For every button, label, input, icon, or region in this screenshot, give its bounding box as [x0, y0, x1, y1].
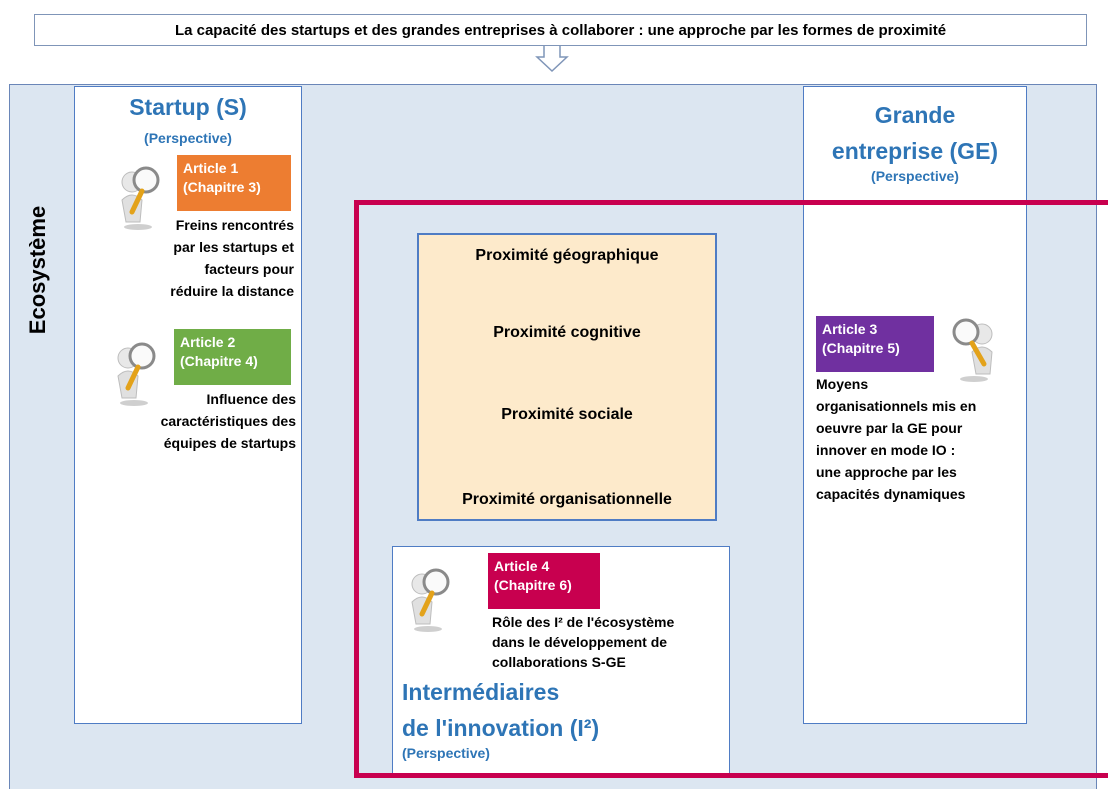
- article-2-description: Influence des caractéristiques des équip…: [160, 391, 296, 451]
- ge-perspective: (Perspective): [871, 168, 959, 184]
- proximity-cognitive: Proximité cognitive: [493, 324, 641, 341]
- down-arrow-icon: [535, 46, 569, 73]
- article-3-description: Moyens organisationnels mis en oeuvre pa…: [816, 376, 977, 502]
- intermediaires-title: Intermédiaires de l'innovation (I²): [402, 679, 600, 741]
- title-banner: La capacité des startups et des grandes …: [34, 14, 1087, 46]
- intermediaires-perspective: (Perspective): [402, 745, 490, 761]
- startup-perspective: (Perspective): [144, 130, 232, 146]
- proximity-organisationnelle: Proximité organisationnelle: [462, 491, 672, 508]
- article-2-tag: Article 2 (Chapitre 4): [174, 329, 291, 385]
- ge-title: Grande entreprise (GE): [831, 102, 999, 164]
- article-1-description: Freins rencontrés par les startups et fa…: [170, 217, 294, 299]
- collaboration-frame: [354, 200, 1108, 778]
- magnifier-person-icon: [952, 318, 993, 382]
- article-3-tag: Article 3 (Chapitre 5): [816, 316, 934, 372]
- article-1-tag: Article 1 (Chapitre 3): [177, 155, 291, 211]
- magnifier-person-icon: [117, 342, 156, 406]
- magnifier-person-icon: [411, 568, 450, 632]
- proximity-geographique: Proximité géographique: [475, 247, 659, 264]
- ecosystem-label: Ecosystème: [25, 205, 51, 335]
- ge-panel: [803, 86, 1027, 724]
- proximity-box: Proximité géographique Proximité cogniti…: [417, 233, 717, 521]
- magnifier-person-icon: [121, 166, 160, 230]
- startup-title: Startup (S): [129, 94, 247, 120]
- article-4-description: Rôle des I² de l'écosystème dans le déve…: [492, 614, 675, 670]
- article-4-tag: Article 4 (Chapitre 6): [488, 553, 600, 609]
- proximity-sociale: Proximité sociale: [501, 406, 633, 423]
